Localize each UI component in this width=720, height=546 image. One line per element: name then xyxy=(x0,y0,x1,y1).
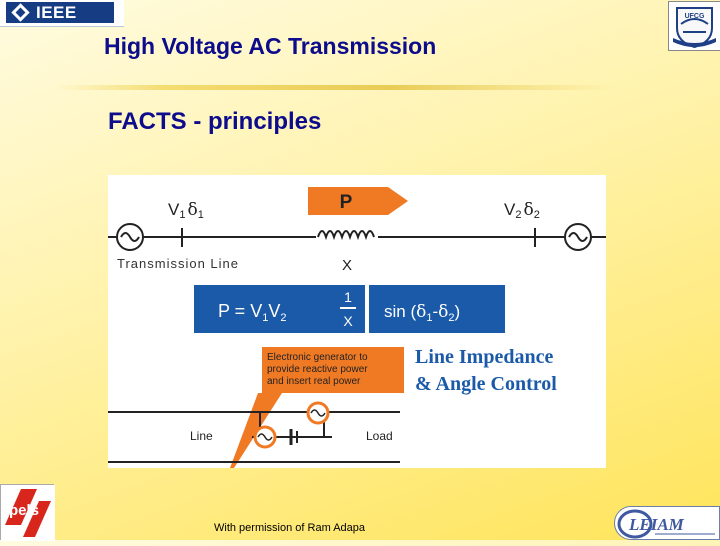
series-source-icon xyxy=(253,425,277,449)
ieee-badge: IEEE xyxy=(6,2,114,23)
impedance-title-line-1: Line Impedance xyxy=(415,346,553,368)
bottom-load-label: Load xyxy=(366,429,393,443)
callout-line-1: Electronic generator to xyxy=(267,352,368,363)
left-ac-source-icon xyxy=(116,223,144,251)
equation-sine: sin (δ1-δ2) xyxy=(384,302,460,324)
equation-power: P = V1V2 xyxy=(218,301,286,324)
power-arrow-label: P xyxy=(340,192,353,213)
generator-callout: Electronic generator to provide reactive… xyxy=(262,347,404,393)
ufcg-crest-icon: UFCG xyxy=(673,7,716,49)
inductor-coil-icon xyxy=(316,227,378,247)
reactance-label: X xyxy=(342,257,352,274)
slide-subtitle: FACTS - principles xyxy=(108,108,322,135)
transmission-line-label: Transmission Line xyxy=(117,256,239,271)
leiam-logo-text: LEIAM xyxy=(628,515,685,534)
ieee-diamond-icon xyxy=(11,3,30,22)
equation-box-right xyxy=(369,285,505,333)
ieee-logo: IEEE xyxy=(0,0,124,27)
equation-fraction: 1 X xyxy=(340,289,356,329)
pels-logo: pels xyxy=(0,484,55,541)
leiam-logo: LEIAM xyxy=(614,506,720,540)
shunt-source-icon xyxy=(306,401,330,425)
capacitor-icon xyxy=(289,429,298,445)
right-ac-source-icon xyxy=(564,223,592,251)
permission-credit: With permission of Ram Adapa xyxy=(214,522,366,534)
leiam-logo-icon: LEIAM xyxy=(617,509,715,539)
fraction-numerator: 1 xyxy=(344,289,352,305)
bottom-line-label: Line xyxy=(190,429,213,443)
power-flow-arrow: P xyxy=(308,187,408,215)
title-divider xyxy=(55,85,615,90)
ufcg-logo-text: UFCG xyxy=(685,13,705,20)
callout-line-2: provide reactive power xyxy=(267,364,368,375)
ufcg-crest-logo: UFCG xyxy=(668,1,720,51)
callout-line-3: and insert real power xyxy=(267,376,361,387)
ieee-logo-text: IEEE xyxy=(36,2,77,22)
pels-logo-text: pels xyxy=(9,502,39,519)
pels-logo-icon: pels xyxy=(1,485,55,541)
fraction-denominator: X xyxy=(343,313,353,329)
impedance-title-line-2: & Angle Control xyxy=(415,373,557,395)
page-title: High Voltage AC Transmission xyxy=(104,33,437,59)
equation-box-left xyxy=(194,285,365,333)
